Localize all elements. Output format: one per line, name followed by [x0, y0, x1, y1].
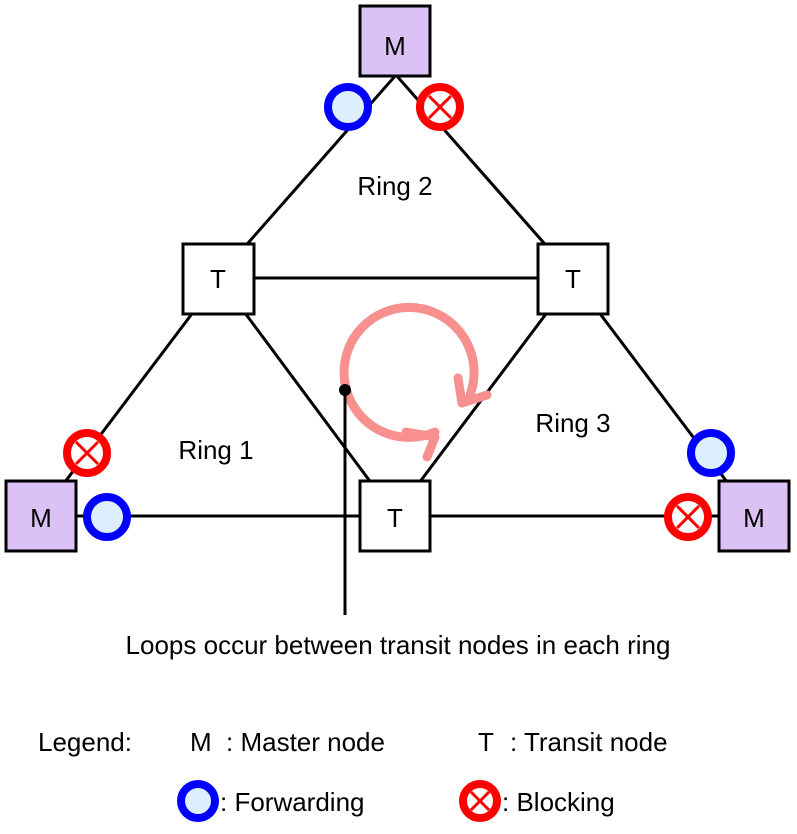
links: [38, 74, 754, 518]
legend-transit-symbol: T: [478, 727, 494, 757]
forwarding-port-ring2: [324, 83, 372, 131]
forwarding-port-ring3: [687, 429, 735, 477]
master-node-left[interactable]: M: [4, 479, 78, 553]
link-transit-right-to-master-right: [571, 277, 754, 516]
link-transit-left-to-transit-bottom: [217, 277, 397, 516]
forwarding-port-ring1: [83, 493, 131, 541]
legend-master-desc: : Master node: [226, 727, 385, 757]
ring-2-label: Ring 2: [357, 171, 432, 201]
loop-annotation: Loops occur between transit nodes in eac…: [126, 630, 671, 660]
forwarding-icon: [324, 83, 372, 131]
transit-node-label: T: [210, 264, 226, 294]
master-node-label: M: [743, 503, 765, 533]
legend-master-symbol: M: [190, 727, 212, 757]
blocking-port-ring1: [63, 429, 111, 477]
transit-node-right[interactable]: T: [536, 242, 610, 316]
transit-node-bottom[interactable]: T: [358, 479, 432, 553]
blocking-port-ring2: [416, 83, 464, 131]
ring-3-label: Ring 3: [535, 408, 610, 438]
legend-blocking-desc: : Blocking: [502, 787, 615, 817]
legend-title: Legend:: [38, 727, 132, 757]
master-node-label: M: [30, 503, 52, 533]
master-node-label: M: [384, 31, 406, 61]
transit-node-label: T: [565, 264, 581, 294]
forwarding-icon: [83, 493, 131, 541]
legend: Legend: M : Master node T : Transit node…: [38, 727, 668, 822]
transit-node-left[interactable]: T: [181, 242, 256, 316]
ring-1-label: Ring 1: [178, 435, 253, 465]
master-node-right[interactable]: M: [717, 479, 791, 553]
blocking-port-ring3: [664, 493, 712, 541]
transit-node-label: T: [387, 503, 403, 533]
loop-arrow-icon: [339, 302, 492, 462]
forwarding-icon: [687, 429, 735, 477]
annotation-pointer: [339, 384, 351, 615]
legend-forwarding-desc: : Forwarding: [220, 787, 365, 817]
master-node-top[interactable]: M: [358, 4, 432, 78]
legend-forwarding-icon: [177, 780, 219, 822]
link-transit-left-to-master-left: [38, 277, 221, 516]
legend-transit-desc: : Transit node: [510, 727, 668, 757]
